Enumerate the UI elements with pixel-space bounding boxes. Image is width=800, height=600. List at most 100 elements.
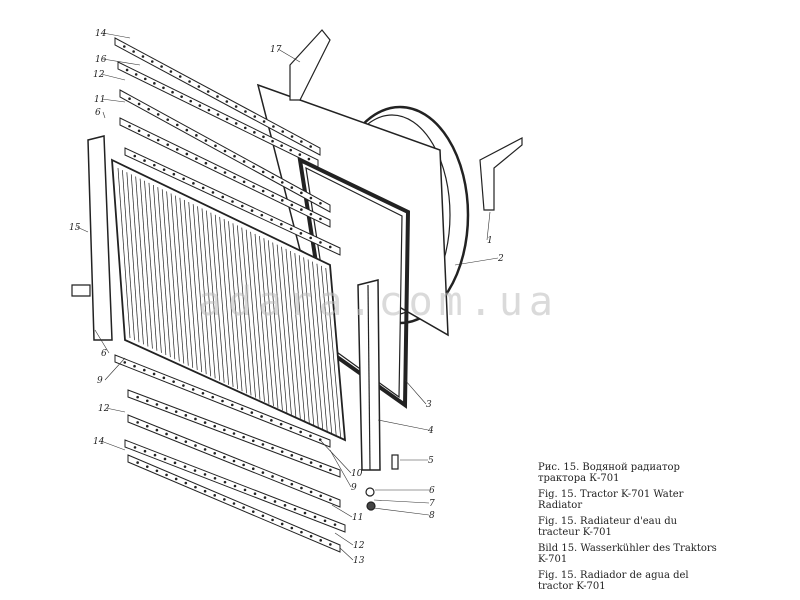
- strap-hole: [299, 430, 302, 434]
- strap-hole: [299, 232, 303, 235]
- callout-3: 3: [426, 400, 432, 410]
- strap-hole: [134, 73, 138, 76]
- strap-hole: [175, 148, 179, 151]
- strap-hole: [242, 435, 245, 439]
- strap-hole: [214, 144, 217, 148]
- strap-hole: [125, 68, 129, 72]
- strap-hole: [273, 500, 277, 503]
- strap-hole: [136, 421, 139, 424]
- strap-hole: [300, 140, 303, 143]
- strap-hole: [213, 476, 217, 480]
- strap-hole: [233, 484, 237, 488]
- strap-hole: [290, 203, 294, 207]
- strap-hole: [185, 128, 189, 132]
- strap-hole: [137, 129, 141, 133]
- strap-hole: [143, 159, 146, 162]
- strap-hole: [252, 185, 255, 188]
- strap-hole: [198, 104, 202, 107]
- fin: [206, 210, 221, 381]
- strap-hole: [319, 217, 322, 221]
- strap-hole: [261, 471, 265, 474]
- strap-hole: [309, 236, 312, 240]
- fin: [276, 244, 292, 415]
- strap-hole: [309, 534, 313, 538]
- strap-hole: [309, 145, 312, 148]
- strap-hole: [280, 181, 284, 184]
- strap-hole: [280, 450, 284, 453]
- strap-hole: [309, 461, 313, 464]
- strap-hole: [162, 168, 166, 171]
- strap-hole: [319, 201, 322, 205]
- fin: [325, 267, 342, 439]
- strap-hole: [133, 364, 136, 368]
- strap-hole: [195, 134, 198, 137]
- strap-hole: [319, 464, 323, 468]
- strap-hole: [232, 502, 236, 505]
- strap-hole: [307, 157, 311, 161]
- strap-hole: [185, 152, 189, 156]
- fin: [303, 257, 319, 428]
- strap-hole: [162, 86, 165, 90]
- strap-hole: [211, 191, 215, 194]
- callout-9: 9: [351, 483, 357, 493]
- leader-line: [102, 32, 131, 39]
- strap-hole: [242, 463, 245, 467]
- fin: [210, 212, 225, 383]
- strap-hole: [221, 195, 225, 199]
- strap-hole: [194, 444, 197, 447]
- bracket-17: [289, 29, 331, 101]
- strap-hole: [233, 154, 236, 158]
- strap-hole: [329, 543, 332, 546]
- strap-hole: [303, 511, 307, 515]
- strap-hole: [271, 475, 274, 478]
- strap-hole: [329, 498, 332, 501]
- strap-hole: [193, 469, 197, 472]
- strap-hole: [260, 213, 264, 217]
- callout-13: 13: [353, 556, 365, 566]
- strap-hole: [323, 519, 327, 523]
- strap-hole: [203, 448, 207, 451]
- fin: [161, 189, 176, 360]
- leader-line: [377, 419, 429, 431]
- strap-hole: [250, 411, 254, 414]
- strap-hole: [225, 117, 229, 121]
- leader-line: [404, 379, 427, 405]
- leader-line: [102, 111, 106, 119]
- strap-hole: [133, 154, 137, 158]
- strap-hole: [152, 372, 156, 376]
- strap-hole: [141, 55, 145, 58]
- strap-hole: [290, 526, 294, 530]
- strap-hole: [244, 110, 247, 113]
- fin: [237, 225, 252, 396]
- fin: [175, 195, 189, 366]
- strap-hole: [128, 97, 131, 101]
- strap-hole: [156, 113, 160, 116]
- strap-hole: [153, 453, 157, 457]
- callout-11: 11: [94, 95, 105, 105]
- strap-hole: [242, 160, 246, 163]
- strap-hole: [232, 459, 236, 463]
- strap-hole: [309, 434, 312, 438]
- strap-hole: [143, 368, 146, 372]
- fin: [272, 242, 288, 413]
- strap-hole: [290, 482, 294, 486]
- callout-17: 17: [270, 45, 282, 55]
- strap-hole: [174, 477, 178, 481]
- strap-hole: [165, 432, 168, 436]
- strap-hole: [128, 124, 131, 128]
- strap-hole: [240, 204, 244, 208]
- strap-hole: [203, 421, 207, 424]
- strap-hole: [156, 138, 160, 142]
- strap-hole: [123, 361, 127, 364]
- strap-hole: [289, 227, 293, 231]
- strap-hole: [280, 479, 284, 482]
- nut: [366, 501, 376, 511]
- strap-hole: [262, 120, 266, 123]
- strap-hole: [253, 492, 257, 496]
- strap-hole: [328, 245, 332, 249]
- strap-hole: [166, 118, 170, 121]
- fin: [232, 223, 247, 394]
- strap-hole: [319, 539, 323, 542]
- leader-line: [373, 499, 430, 504]
